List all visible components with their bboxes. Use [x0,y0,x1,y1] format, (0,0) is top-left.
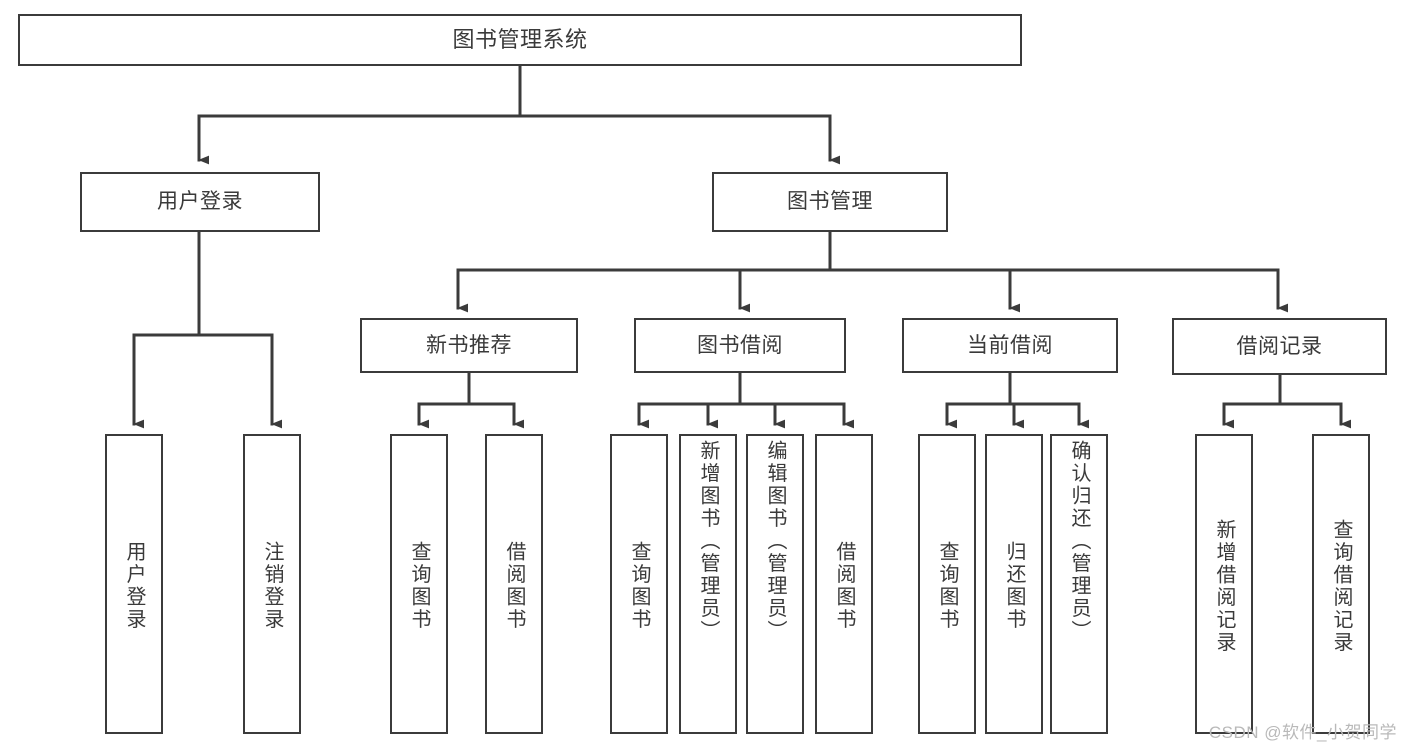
leaf-recommend-2-label: 借阅图书 [503,541,525,631]
node-book-borrow-label: 图书借阅 [697,333,783,357]
leaf-borrow-1[interactable]: 查询图书 [610,434,668,734]
leaf-borrow-3-label: 编辑图书（管理员） [764,440,786,643]
node-root-label: 图书管理系统 [452,26,588,52]
node-new-book-recommend[interactable]: 新书推荐 [360,318,578,373]
node-root[interactable]: 图书管理系统 [18,14,1022,66]
leaf-recommend-1-label: 查询图书 [408,541,430,631]
node-user-login-label: 用户登录 [157,190,243,214]
node-current-borrow-label: 当前借阅 [967,333,1053,357]
node-borrow-record[interactable]: 借阅记录 [1172,318,1387,375]
leaf-user-login-2[interactable]: 注销登录 [243,434,301,734]
node-book-borrow[interactable]: 图书借阅 [634,318,846,373]
node-book-manage-label: 图书管理 [787,190,873,214]
leaf-borrow-2[interactable]: 新增图书（管理员） [679,434,737,734]
leaf-current-3[interactable]: 确认归还（管理员） [1050,434,1108,734]
node-user-login[interactable]: 用户登录 [80,172,320,232]
leaf-current-1-label: 查询图书 [936,541,958,631]
node-borrow-record-label: 借阅记录 [1236,334,1323,358]
leaf-recommend-1[interactable]: 查询图书 [390,434,448,734]
leaf-borrow-4[interactable]: 借阅图书 [815,434,873,734]
leaf-record-2-label: 查询借阅记录 [1330,518,1352,654]
node-book-manage[interactable]: 图书管理 [712,172,948,232]
leaf-recommend-2[interactable]: 借阅图书 [485,434,543,734]
leaf-record-2[interactable]: 查询借阅记录 [1312,434,1370,734]
node-current-borrow[interactable]: 当前借阅 [902,318,1118,373]
leaf-current-2-label: 归还图书 [1003,541,1025,631]
leaf-current-1[interactable]: 查询图书 [918,434,976,734]
node-new-book-recommend-label: 新书推荐 [426,333,512,357]
leaf-borrow-1-label: 查询图书 [628,541,650,631]
leaf-borrow-4-label: 借阅图书 [833,541,855,631]
leaf-borrow-2-label: 新增图书（管理员） [697,440,719,643]
leaf-current-2[interactable]: 归还图书 [985,434,1043,734]
leaf-current-3-label: 确认归还（管理员） [1068,440,1090,643]
leaf-record-1[interactable]: 新增借阅记录 [1195,434,1253,734]
leaf-user-login-1-label: 用户登录 [123,541,145,631]
leaf-user-login-1[interactable]: 用户登录 [105,434,163,734]
leaf-user-login-2-label: 注销登录 [261,541,283,631]
leaf-borrow-3[interactable]: 编辑图书（管理员） [746,434,804,734]
leaf-record-1-label: 新增借阅记录 [1213,518,1235,654]
